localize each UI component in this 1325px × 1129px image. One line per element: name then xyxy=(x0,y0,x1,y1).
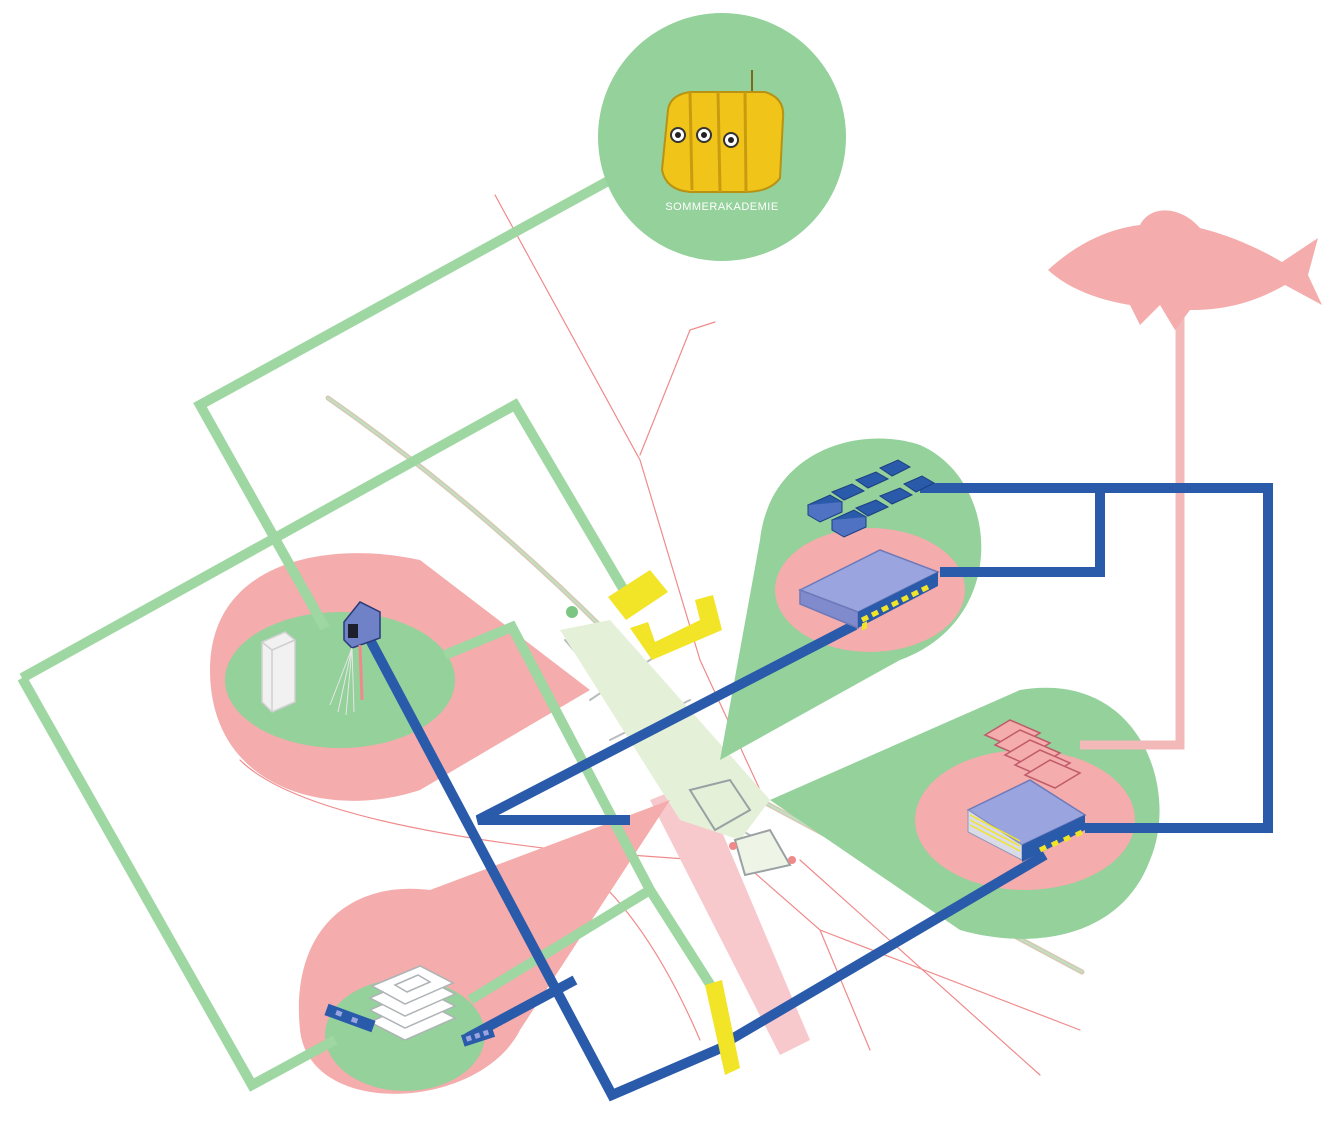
node-dot-3 xyxy=(788,856,796,864)
sommerakademie-label: SOMMERAKADEMIE xyxy=(665,201,778,213)
tower-icon xyxy=(262,632,295,712)
road-red-4 xyxy=(820,930,870,1050)
sommerakademie-badge: SOMMERAKADEMIE xyxy=(598,13,846,261)
node-dot-1 xyxy=(566,606,578,618)
central-block-2 xyxy=(735,830,790,875)
node-dot-2 xyxy=(729,842,737,850)
fish-icon xyxy=(1048,210,1322,330)
road-red-2 xyxy=(640,322,715,455)
zone-southwest xyxy=(299,800,670,1094)
